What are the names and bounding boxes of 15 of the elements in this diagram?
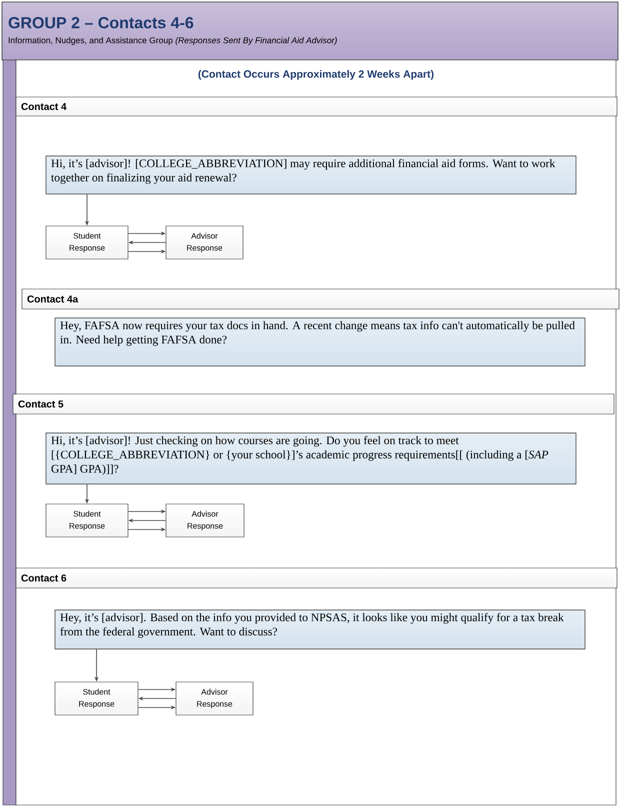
header-band: GROUP 2 – Contacts 4-6 Information, Nudges, and Assistance Group (Responses Sent By Financial Aid Advisor) [2, 2, 618, 60]
section-bar: Contact 4 [16, 96, 618, 116]
response-box: Student Response [46, 226, 128, 260]
message-box: Hi, it’s [advisor]! [COLLEGE_ABBREVIATION] may require additional financial aid forms. Want to work together on finalizing your aid renewal? [46, 156, 576, 194]
section-bar: Contact 6 [16, 568, 618, 588]
message-box: Hey, FAFSA now requires your tax docs in hand. A recent change means tax info can't automatically be pulled in. Need help getting FAFSA done? [54, 318, 586, 366]
response-box: Advisor Response [166, 226, 244, 260]
response-box: Student Response [54, 682, 138, 716]
message-box: Hey, it’s [advisor]. Based on the info you provided to NPSAS, it looks like you might qualify for a tax break from the federal government. Want to discuss? [54, 610, 586, 650]
section-bar: Contact 4a [22, 288, 620, 310]
response-box: Student Response [46, 504, 128, 538]
section-bar: Contact 5 [12, 394, 614, 414]
response-box: Advisor Response [166, 504, 244, 538]
response-box: Advisor Response [176, 682, 254, 716]
message-box: Hi, it’s [advisor]! Just checking on how courses are going. Do you feel on track to meet [{COLLEGE_ABBREVIATION} or {your school}]’s academic progress requirements[[ (including a [SAP GPA] GPA)]]? [46, 432, 576, 484]
